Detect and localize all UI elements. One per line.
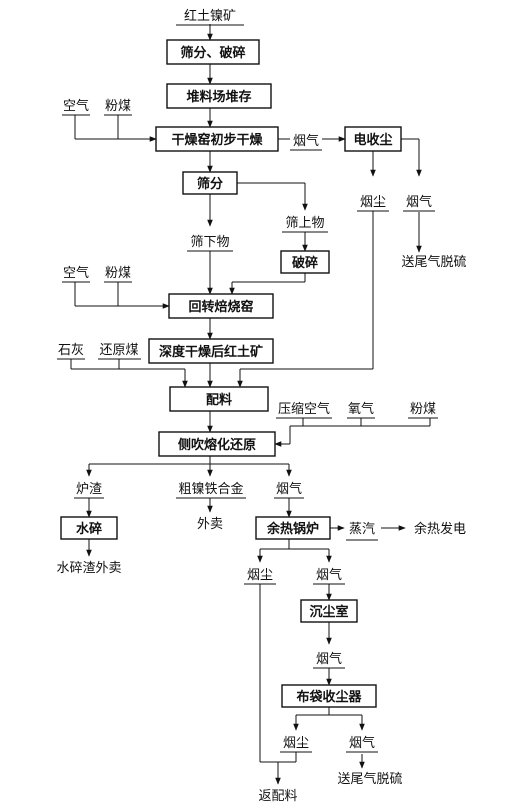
label-return-batch: 返配料: [258, 789, 297, 804]
label-laterite: 红土镍矿: [184, 8, 236, 24]
label-fluegas-1: 烟气: [293, 133, 319, 149]
label-sold-1: 外卖: [197, 517, 223, 532]
label-deep-dried-ore: 深度干燥后红土矿: [159, 344, 263, 360]
box-side-blow: [158, 431, 276, 457]
label-side-blow: 侧吹熔化还原: [178, 437, 256, 453]
label-dust-1: 烟尘: [360, 195, 386, 210]
label-undersize: 筛下物: [190, 235, 229, 250]
label-oversize: 筛上物: [285, 216, 324, 231]
box-batching: [169, 386, 269, 412]
label-air-2: 空气: [63, 265, 89, 281]
label-dryer: 干燥窑初步干燥: [171, 132, 263, 148]
label-esp: 电收尘: [353, 132, 392, 148]
label-coal-2: 粉煤: [105, 266, 131, 281]
label-tail-desulf-2: 送尾气脱硫: [337, 771, 402, 787]
label-reductant-coal: 还原煤: [99, 343, 138, 358]
box-deep-dried-ore: [148, 338, 274, 364]
labels: 红土镍矿 筛分、破碎 堆料场堆存 空气 粉煤 干燥窑初步干燥 烟气 电收尘 筛分…: [56, 8, 466, 804]
label-water-quench: 水碎: [76, 521, 102, 537]
box-stockpile: [166, 83, 272, 109]
label-slag: 炉渣: [76, 482, 102, 497]
label-batching: 配料: [206, 392, 232, 408]
label-heat-power: 余热发电: [414, 521, 466, 537]
label-dust-3: 烟尘: [283, 736, 309, 751]
label-screen-crush: 筛分、破碎: [180, 45, 245, 61]
label-lime: 石灰: [58, 343, 84, 358]
label-settling-chamber: 沉尘室: [309, 604, 348, 620]
label-baghouse: 布袋收尘器: [296, 689, 362, 705]
label-dust-2: 烟尘: [247, 568, 273, 583]
label-fluegas-6: 烟气: [349, 735, 375, 751]
connectors: [70, 24, 431, 785]
label-fluegas-4: 烟气: [316, 567, 342, 583]
label-steam: 蒸汽: [349, 522, 375, 537]
label-oxygen: 氧气: [348, 401, 374, 417]
label-coal-1: 粉煤: [105, 99, 131, 114]
label-air-1: 空气: [63, 98, 89, 114]
label-crude-nife: 粗镍铁合金: [178, 481, 243, 497]
label-screening: 筛分: [197, 176, 223, 192]
label-fluegas-5: 烟气: [316, 651, 342, 667]
label-compressed-air: 压缩空气: [278, 401, 330, 417]
box-dryer: [155, 126, 279, 152]
label-underlines: [57, 24, 438, 753]
label-fluegas-2: 烟气: [406, 194, 432, 210]
label-rotary-kiln: 回转焙烧窑: [188, 299, 253, 315]
label-coal-3: 粉煤: [410, 402, 436, 417]
label-slag-sold: 水碎渣外卖: [56, 561, 121, 576]
label-fluegas-3: 烟气: [276, 481, 302, 497]
label-stockpile: 堆料场堆存: [186, 89, 251, 105]
label-crushing: 破碎: [292, 255, 318, 271]
box-screen-crush: [166, 39, 260, 65]
label-tail-desulf-1: 送尾气脱硫: [401, 254, 466, 270]
label-waste-boiler: 余热锅炉: [266, 521, 319, 537]
